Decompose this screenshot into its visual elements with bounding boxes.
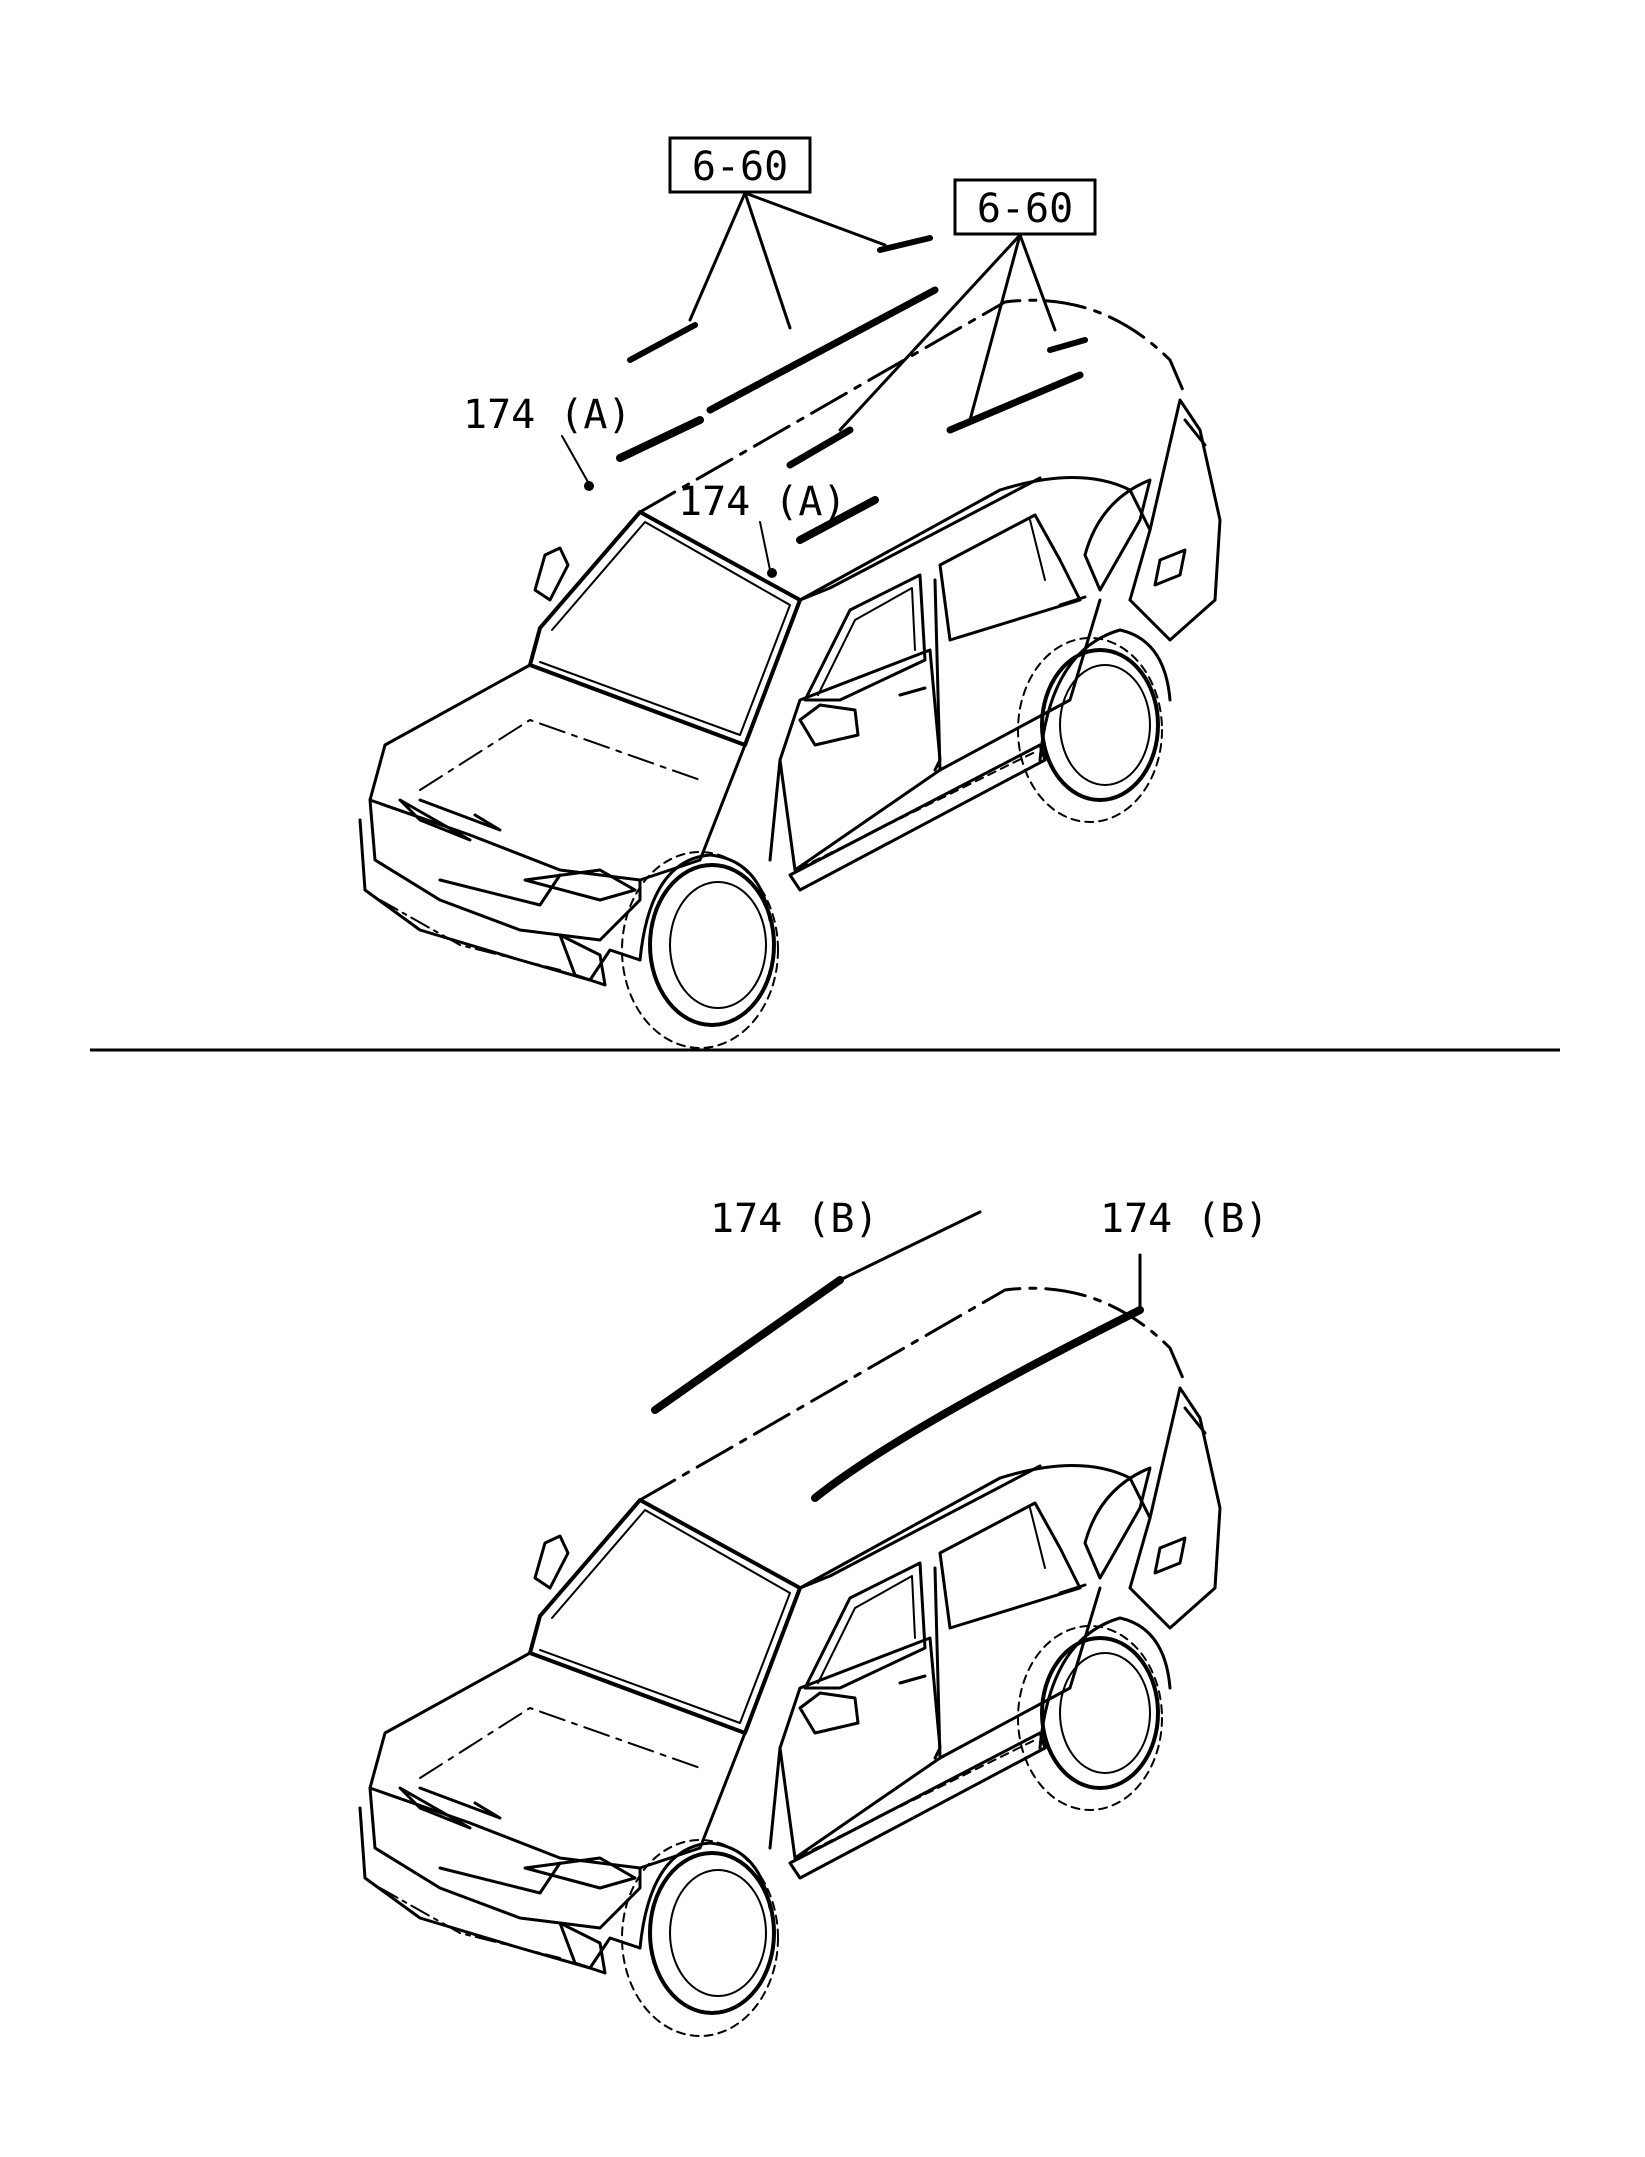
part-label-174b-right: 174 (B) bbox=[1100, 1196, 1269, 1242]
roof-rail-right-front bbox=[786, 426, 854, 469]
roof-rail-174b-right bbox=[811, 1306, 1144, 1502]
leader-lines-upper bbox=[561, 191, 1057, 571]
roof-rail-clip-left-mid bbox=[627, 322, 698, 363]
roof-rail-clip-left-rear bbox=[877, 235, 933, 253]
vehicle-upper bbox=[358, 235, 1222, 1050]
leader-lines-lower bbox=[838, 1210, 1142, 1312]
roof-rail-clip-right-rear bbox=[1047, 337, 1088, 353]
roof-rail-174b-left bbox=[651, 1276, 844, 1414]
clip-dot-upper bbox=[584, 481, 594, 491]
roof-rail-left-rear bbox=[706, 286, 939, 414]
roof-rail-right-rear bbox=[946, 371, 1084, 434]
ref-box-right[interactable]: 6-60 bbox=[953, 178, 1097, 236]
part-label-174b-left: 174 (B) bbox=[710, 1196, 879, 1242]
roof-rail-right-mid bbox=[796, 496, 879, 544]
part-label-174a-upper: 174 (A) bbox=[463, 392, 632, 438]
ref-box-left[interactable]: 6-60 bbox=[668, 136, 812, 194]
ref-box-left-label: 6-60 bbox=[692, 144, 788, 190]
ref-box-right-label: 6-60 bbox=[977, 186, 1073, 232]
vehicle-lower bbox=[358, 1276, 1222, 2038]
part-label-174a-lower: 174 (A) bbox=[678, 479, 847, 525]
clip-dot-lower bbox=[767, 568, 777, 578]
roof-rail-left-front bbox=[616, 416, 704, 462]
